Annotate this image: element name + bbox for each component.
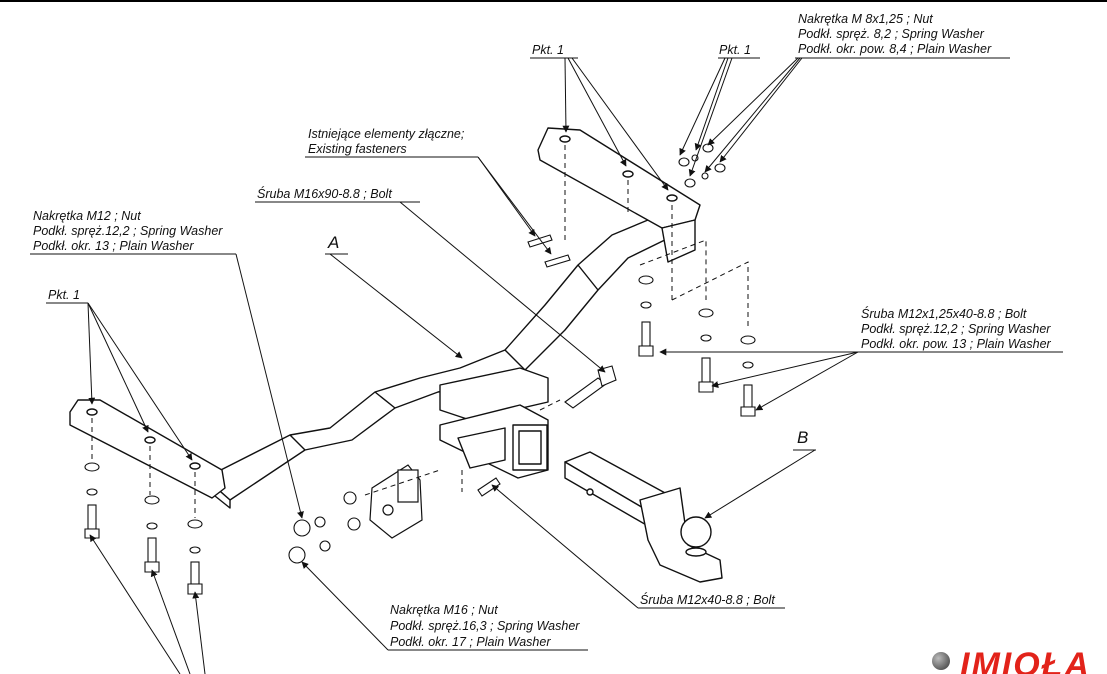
label-existing-line1: Istniejące elementy złączne; xyxy=(308,127,465,141)
label-nut-m12-line1: Nakrętka M12 ; Nut xyxy=(33,209,141,223)
label-pkt1-top-right: Pkt. 1 xyxy=(719,43,751,57)
label-bolt-m16: Śruba M16x90-8.8 ; Bolt xyxy=(257,187,392,201)
label-part-a: A xyxy=(328,233,340,252)
assembly-dashed-lines xyxy=(91,145,749,518)
fasteners xyxy=(84,143,756,595)
label-bolt-m12x125-line1: Śruba M12x1,25x40-8.8 ; Bolt xyxy=(861,307,1027,321)
label-nut-m16-line2: Podkł. spręż.16,3 ; Spring Washer xyxy=(390,619,580,633)
label-part-b: B xyxy=(797,428,809,447)
label-bolt-m12x125-line2: Podkł. spręż.12,2 ; Spring Washer xyxy=(861,322,1051,336)
label-nut-m8-line1: Nakrętka M 8x1,25 ; Nut xyxy=(798,12,933,26)
left-mounting-bracket xyxy=(69,399,226,499)
label-nut-m8-line3: Podkł. okr. pow. 8,4 ; Plain Washer xyxy=(798,42,992,56)
logo-dot-icon xyxy=(932,652,950,670)
socket-plate xyxy=(369,464,423,539)
receiver-box xyxy=(439,367,549,479)
logo-text: IMIOŁA xyxy=(960,648,1091,674)
ball-mount xyxy=(564,451,723,583)
label-nut-m16-line3: Podkł. okr. 17 ; Plain Washer xyxy=(390,635,551,649)
brand-logo: IMIOŁA xyxy=(932,648,1107,674)
label-bolt-m12x40: Śruba M12x40-8.8 ; Bolt xyxy=(640,593,775,607)
label-pkt1-left: Pkt. 1 xyxy=(48,288,80,302)
label-nut-m8-line2: Podkł. spręż. 8,2 ; Spring Washer xyxy=(798,27,984,41)
label-existing-line2: Existing fasteners xyxy=(308,142,407,156)
label-pkt1-top-left: Pkt. 1 xyxy=(532,43,564,57)
crossbar-beam xyxy=(204,204,691,509)
arrows xyxy=(87,57,859,674)
label-nut-m16-line1: Nakrętka M16 ; Nut xyxy=(390,603,498,617)
label-nut-m12-line3: Podkł. okr. 13 ; Plain Washer xyxy=(33,239,194,253)
right-mounting-bracket xyxy=(537,127,701,263)
label-nut-m12-line2: Podkł. spręż.12,2 ; Spring Washer xyxy=(33,224,223,238)
label-bolt-m12x125-line3: Podkł. okr. pow. 13 ; Plain Washer xyxy=(861,337,1051,351)
